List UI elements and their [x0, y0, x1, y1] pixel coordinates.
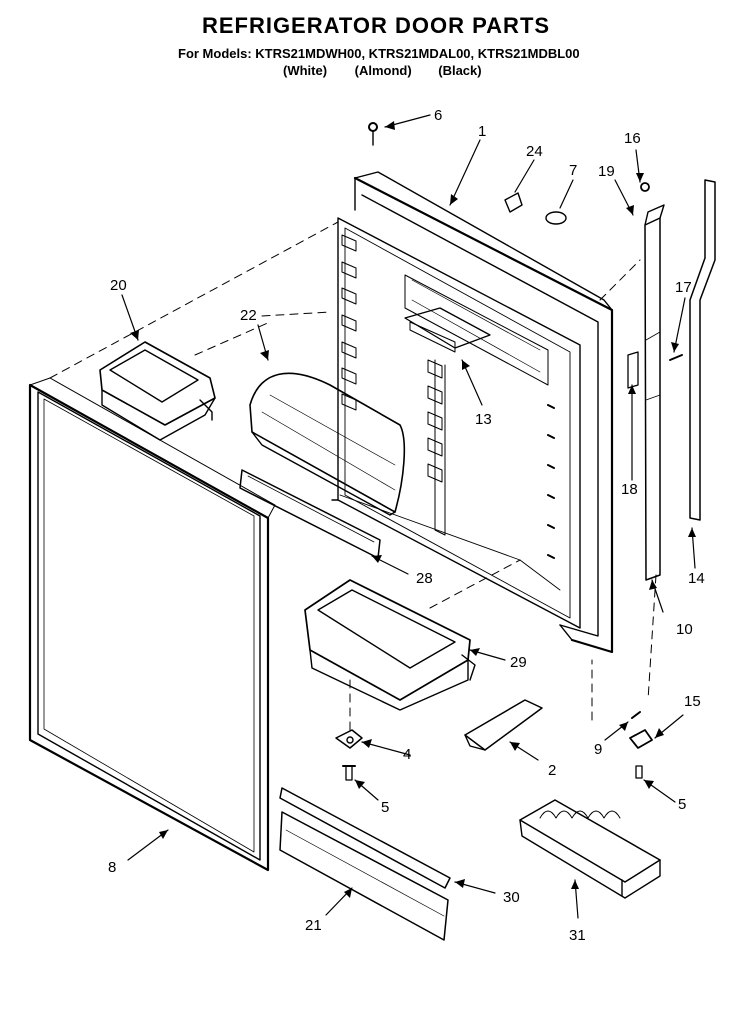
callout-17: 17 — [675, 279, 692, 296]
strip-part-30 — [279, 787, 451, 889]
color-almond: (Almond) — [354, 63, 412, 78]
screw-part-6 — [368, 122, 378, 146]
leader-lines — [121, 114, 696, 919]
callout-1: 1 — [478, 123, 486, 140]
callout-10: 10 — [676, 621, 693, 638]
screw-part-17 — [669, 354, 683, 361]
dashed-guides — [49, 221, 657, 736]
door-bin-part-20 — [99, 341, 216, 441]
callout-8: 8 — [108, 859, 116, 876]
dairy-door-part-22 — [249, 372, 406, 516]
screw-part-5-left — [342, 765, 356, 781]
hinge-part-15 — [629, 729, 653, 749]
callout-24: 24 — [526, 143, 543, 160]
callout-18: 18 — [621, 481, 638, 498]
callout-5-left: 5 — [381, 799, 389, 816]
model-colors: (White) (Almond) (Black) — [283, 63, 743, 78]
callout-22: 22 — [240, 307, 257, 324]
screw-part-5-right — [635, 765, 643, 779]
callout-6: 6 — [434, 107, 442, 124]
callout-5-right: 5 — [678, 796, 686, 813]
color-black: (Black) — [438, 63, 482, 78]
callout-9: 9 — [594, 741, 602, 758]
door-bin-part-29 — [304, 579, 476, 711]
hinge-part-4 — [335, 729, 363, 749]
callout-30: 30 — [503, 889, 520, 906]
callout-19: 19 — [598, 163, 615, 180]
callout-13: 13 — [475, 411, 492, 428]
callout-15: 15 — [684, 693, 701, 710]
callout-20: 20 — [110, 277, 127, 294]
gasket-strip-part-14 — [689, 179, 716, 521]
door-gasket-part-8 — [28, 377, 276, 872]
panel-part-21 — [279, 811, 449, 941]
callout-21: 21 — [305, 917, 322, 934]
callout-16: 16 — [624, 130, 641, 147]
callout-31: 31 — [569, 927, 586, 944]
plug-part-7 — [545, 211, 567, 225]
arrowheads — [130, 121, 696, 898]
color-white: (White) — [283, 63, 328, 78]
screw-part-16 — [640, 182, 650, 192]
hinge-cover-part-10 — [644, 204, 665, 581]
callout-14: 14 — [688, 570, 705, 587]
cap-part-24 — [504, 192, 523, 213]
models-line: For Models: KTRS21MDWH00, KTRS21MDAL00, … — [178, 46, 580, 61]
callout-2: 2 — [548, 762, 556, 779]
pin-part-9 — [631, 711, 641, 719]
callout-29: 29 — [510, 654, 527, 671]
page-title: REFRIGERATOR DOOR PARTS — [201, 13, 551, 38]
callout-4: 4 — [403, 746, 411, 763]
egg-tray-part-31 — [519, 799, 661, 899]
cover-part-18 — [627, 351, 639, 389]
door-liner-part-1 — [331, 171, 614, 654]
trim-part-2 — [464, 699, 543, 751]
callout-28: 28 — [416, 570, 433, 587]
callout-7: 7 — [569, 162, 577, 179]
callout-labels: 6 1 24 7 16 19 17 20 22 13 18 14 28 10 2… — [108, 107, 705, 944]
